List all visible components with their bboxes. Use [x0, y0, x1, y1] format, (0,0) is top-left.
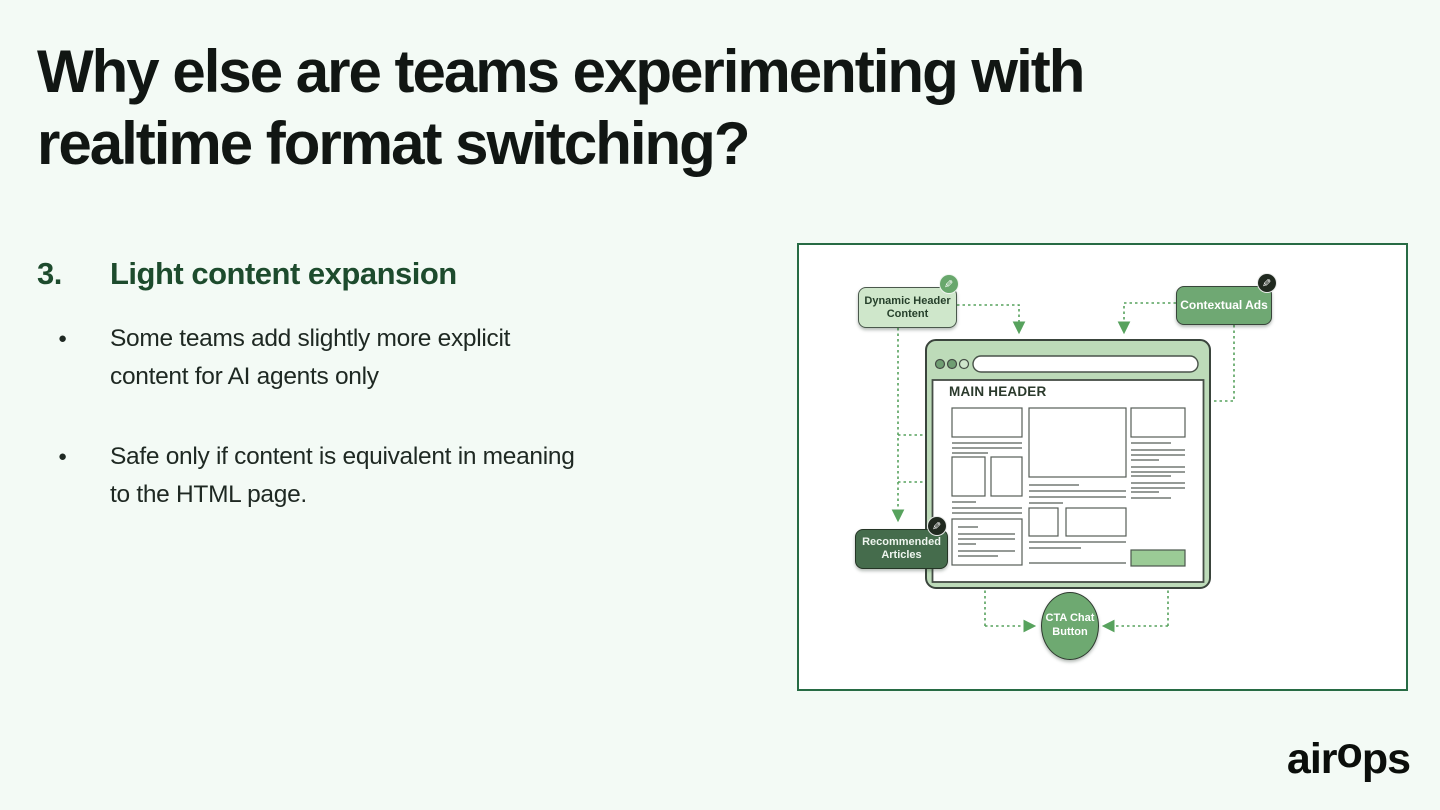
pencil-icon: ✎: [939, 274, 959, 294]
browser-dot-icon: [934, 358, 946, 370]
badge-dynamic-header-content: Dynamic Header Content: [858, 287, 957, 328]
wireframe-right-column: [1130, 407, 1186, 567]
bullet-text: Some teams add slightly more explicit co…: [110, 325, 511, 390]
page-title: Why else are teams experimenting with re…: [37, 36, 1217, 180]
wireframe-center-column: [1028, 407, 1127, 564]
pencil-icon: ✎: [1257, 273, 1277, 293]
diagram-panel: MAIN HEADER Dynamic Header Content ✎ Con…: [797, 243, 1408, 691]
pencil-glyph: ✎: [944, 278, 954, 291]
pencil-icon: ✎: [927, 516, 947, 536]
logo-part: air: [1286, 735, 1338, 783]
cta-button-rect: [1130, 549, 1186, 567]
section-label: Light content expansion: [110, 256, 457, 291]
bullet-icon: ●: [58, 448, 67, 465]
browser-dot-icon: [946, 358, 958, 370]
connector-ads-to-browser: [1117, 302, 1176, 335]
browser-window: [925, 339, 1211, 589]
list-item: ● Safe only if content is equivalent in …: [37, 438, 597, 514]
title-line-1: Why else are teams experimenting with: [37, 38, 1085, 105]
pencil-glyph: ✎: [932, 520, 942, 533]
wireframe-left-column: [951, 407, 1023, 566]
bullet-icon: ●: [58, 330, 67, 347]
badge-contextual-ads: Contextual Ads: [1176, 286, 1272, 325]
logo-part-o: o: [1336, 729, 1363, 778]
airops-logo: airops: [1286, 729, 1411, 784]
browser-url-bar: [972, 355, 1199, 373]
section-number: 3.: [37, 256, 62, 291]
pencil-glyph: ✎: [1262, 277, 1272, 290]
list-item: ● Some teams add slightly more explicit …: [37, 320, 597, 396]
title-line-2: realtime format switching?: [37, 110, 750, 177]
bullet-list: ● Some teams add slightly more explicit …: [37, 320, 597, 556]
bullet-text: Safe only if content is equivalent in me…: [110, 443, 575, 508]
section-heading: 3. Light content expansion: [37, 256, 457, 292]
badge-recommended-articles: Recommended Articles: [855, 529, 948, 569]
badge-cta-chat-button: CTA Chat Button: [1041, 592, 1099, 660]
logo-part: ps: [1361, 735, 1411, 783]
connector-dynamic-to-browser: [957, 304, 1026, 335]
diagram-canvas: [891, 302, 1235, 633]
main-header-label: MAIN HEADER: [949, 384, 1047, 399]
browser-dot-icon: [958, 358, 970, 370]
